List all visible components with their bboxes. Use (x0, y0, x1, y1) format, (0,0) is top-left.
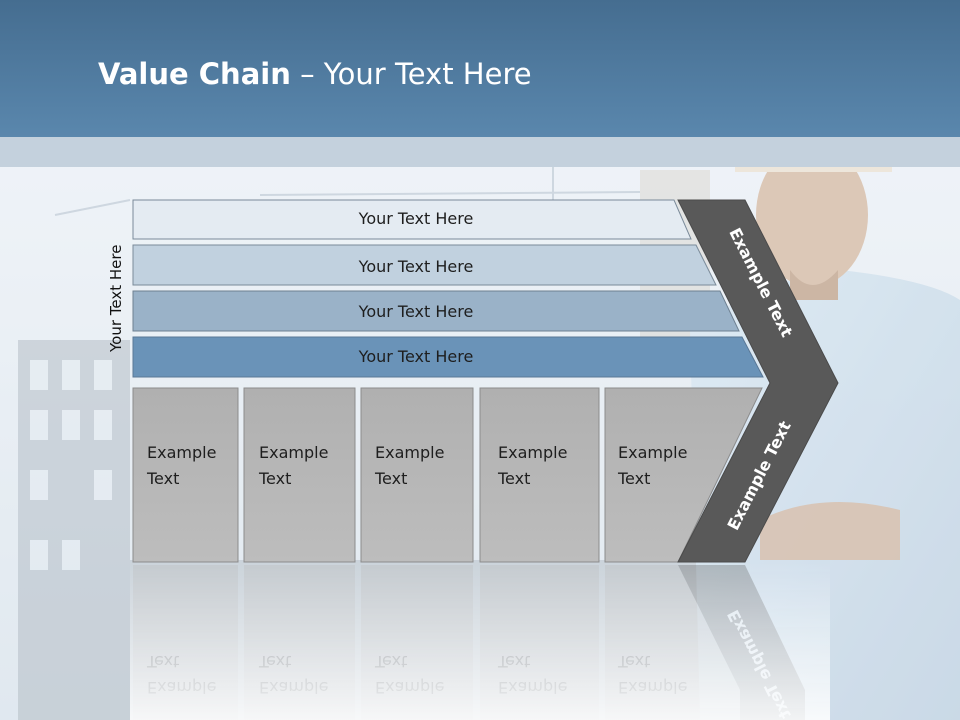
slide-title: Value Chain – Your Text Here (98, 54, 532, 94)
reflection-fade (130, 562, 830, 720)
box-5: Example Text (604, 387, 763, 563)
box-4-line2: Text (497, 469, 530, 488)
svg-text:Text: Text (258, 469, 291, 488)
bar-3: Your Text Here (132, 290, 740, 332)
bar-2: Your Text Here (132, 244, 717, 286)
box-1-line2: Text (146, 469, 179, 488)
svg-text:Text: Text (374, 469, 407, 488)
svg-text:Text: Text (497, 469, 530, 488)
svg-text:Text: Text (146, 469, 179, 488)
bar-3-label: Your Text Here (358, 302, 474, 321)
box-2: Example Text (243, 387, 356, 563)
box-3-line2: Text (374, 469, 407, 488)
svg-text:Example: Example (375, 443, 444, 462)
bar-1-label: Your Text Here (358, 209, 474, 228)
bar-4-label: Your Text Here (358, 347, 474, 366)
box-4: Example Text (479, 387, 600, 563)
bar-1: Your Text Here (132, 199, 692, 240)
svg-text:Text: Text (617, 469, 650, 488)
svg-text:Example: Example (259, 443, 328, 462)
bar-4: Your Text Here (132, 336, 764, 378)
header-banner (0, 0, 960, 137)
side-label: Your Text Here (107, 245, 125, 353)
slide-title-bold: Value Chain (98, 57, 291, 91)
box-1-line1: Example (147, 443, 216, 462)
header-subband (0, 137, 960, 167)
svg-text:Example: Example (498, 443, 567, 462)
slide-title-rest: – Your Text Here (290, 57, 532, 91)
box-5-line2: Text (617, 469, 650, 488)
svg-text:Example: Example (618, 443, 687, 462)
svg-text:Example: Example (147, 443, 216, 462)
box-3: Example Text (360, 387, 474, 563)
box-2-line2: Text (258, 469, 291, 488)
box-3-line1: Example (375, 443, 444, 462)
bar-2-label: Your Text Here (358, 257, 474, 276)
box-1: Example Text (132, 387, 239, 563)
box-2-line1: Example (259, 443, 328, 462)
box-4-line1: Example (498, 443, 567, 462)
box-5-line1: Example (618, 443, 687, 462)
